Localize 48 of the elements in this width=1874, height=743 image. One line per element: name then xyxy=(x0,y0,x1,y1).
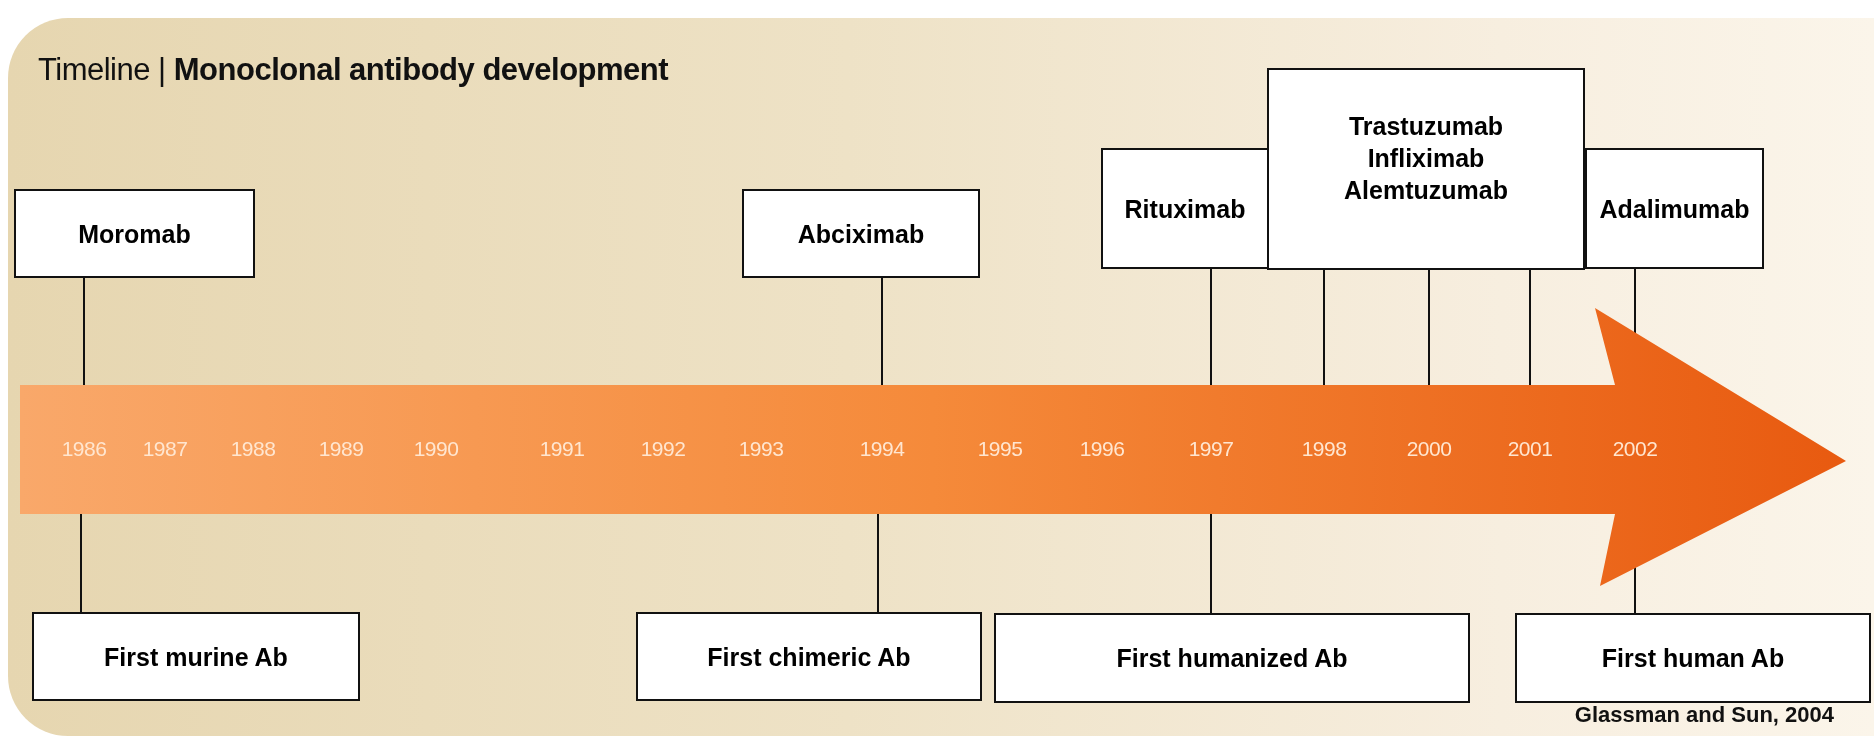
year-label: 1986 xyxy=(61,437,107,461)
antibody-box xyxy=(14,189,255,278)
year-label: 2001 xyxy=(1507,437,1553,461)
year-label: 2002 xyxy=(1612,437,1658,461)
antibody-box xyxy=(1101,148,1269,269)
antibody-box xyxy=(1585,148,1764,269)
drug-name: Abciximab xyxy=(797,218,925,250)
drug-name: Adalimumab xyxy=(1599,193,1750,225)
connector-line xyxy=(1529,269,1531,386)
year-label: 1994 xyxy=(859,437,905,461)
drug-name: Rituximab xyxy=(1124,193,1246,225)
drug-name: Infliximab xyxy=(1367,143,1485,174)
year-label: 1989 xyxy=(318,437,364,461)
connector-line xyxy=(1428,269,1430,386)
milestone-box xyxy=(1515,613,1871,703)
connector-line xyxy=(1210,268,1212,386)
year-label: 1992 xyxy=(640,437,686,461)
year-label: 1995 xyxy=(977,437,1023,461)
drug-name: Alemtuzumab xyxy=(1344,175,1508,206)
connector-line xyxy=(1323,269,1325,386)
year-label: 1996 xyxy=(1079,437,1125,461)
title: Timeline | Monoclonal antibody development xyxy=(38,52,669,88)
connector-line xyxy=(881,277,883,386)
drug-name: Trastuzumab xyxy=(1348,111,1504,142)
year-label: 1987 xyxy=(142,437,188,461)
year-label: 1997 xyxy=(1188,437,1234,461)
citation: Glassman and Sun, 2004 xyxy=(1574,702,1834,728)
year-label: 2000 xyxy=(1406,437,1452,461)
year-label: 1993 xyxy=(738,437,784,461)
year-label: 1990 xyxy=(413,437,459,461)
antibody-box xyxy=(1267,68,1585,270)
year-label: 1991 xyxy=(539,437,585,461)
year-label: 1998 xyxy=(1301,437,1347,461)
connector-line xyxy=(877,513,879,613)
connector-line xyxy=(83,277,85,386)
drug-name: First chimeric Ab xyxy=(707,641,911,673)
antibody-box xyxy=(742,189,980,278)
drug-name: First humanized Ab xyxy=(1116,643,1348,674)
connector-line xyxy=(1210,513,1212,614)
drug-name: First human Ab xyxy=(1601,643,1785,674)
milestone-box xyxy=(32,612,360,701)
drug-name: First murine Ab xyxy=(104,641,288,673)
drug-name: Moromab xyxy=(78,218,191,250)
milestone-box xyxy=(994,613,1470,703)
connector-line xyxy=(80,513,82,613)
year-label: 1988 xyxy=(230,437,276,461)
milestone-box xyxy=(636,612,982,701)
timeline-arrow xyxy=(20,308,1846,586)
